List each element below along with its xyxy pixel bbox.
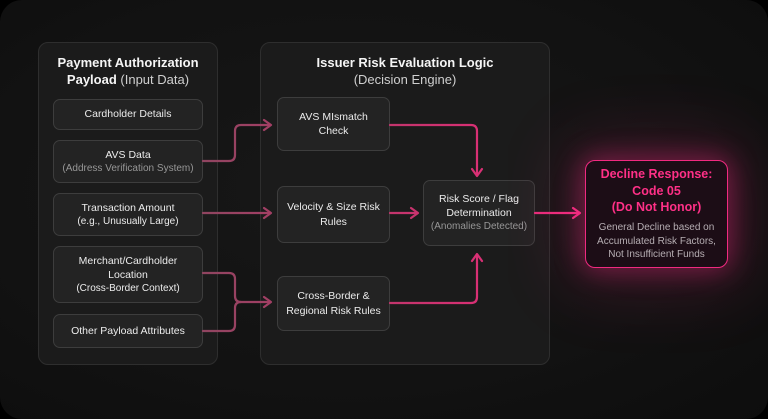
node-merchant-cardholder-location: Merchant/Cardholder Location (Cross-Bord… — [53, 246, 203, 303]
engine-panel-title-normal: (Decision Engine) — [353, 71, 457, 87]
node-label: Risk Score / Flag Determination — [439, 193, 519, 220]
engine-panel-title-bold: Issuer Risk Evaluation Logic — [316, 55, 494, 70]
decline-title-line3: (Do Not Honor) — [611, 199, 702, 214]
node-label: Transaction Amount — [81, 201, 175, 214]
payload-panel-title-bold: Payment Authorization Payload — [57, 55, 199, 87]
node-label: AVS MIsmatch Check — [299, 110, 368, 137]
node-cardholder-details: Cardholder Details — [53, 99, 203, 130]
node-sublabel: (Anomalies Detected) — [430, 221, 528, 233]
node-label: Velocity & Size Risk Rules — [287, 201, 380, 228]
decline-subtitle: General Decline based on Accumulated Ris… — [597, 222, 716, 261]
node-label: Cardholder Details — [84, 108, 172, 121]
node-risk-score-determination: Risk Score / Flag Determination (Anomali… — [423, 180, 535, 246]
node-label: Other Payload Attributes — [71, 324, 185, 337]
node-label: Merchant/Cardholder Location — [78, 254, 178, 281]
engine-panel-title: Issuer Risk Evaluation Logic (Decision E… — [261, 43, 549, 89]
node-cross-border-rules: Cross-Border & Regional Risk Rules — [277, 276, 390, 331]
decline-title-line1: Decline Response: — [600, 167, 713, 182]
payload-panel-title-normal: (Input Data) — [120, 71, 190, 87]
node-transaction-amount: Transaction Amount (e.g., Unusually Larg… — [53, 193, 203, 236]
decline-title: Decline Response: Code 05 (Do Not Honor) — [601, 166, 713, 215]
node-velocity-size-rules: Velocity & Size Risk Rules — [277, 186, 390, 243]
node-sublabel: (Cross-Border Context) — [76, 282, 180, 294]
node-avs-data: AVS Data (Address Verification System) — [53, 140, 203, 183]
decline-title-line2: Code 05 — [632, 183, 681, 198]
node-label: AVS Data — [105, 148, 151, 161]
node-label: Cross-Border & Regional Risk Rules — [286, 290, 381, 317]
node-sublabel: (e.g., Unusually Large) — [77, 215, 179, 227]
node-avs-mismatch-check: AVS MIsmatch Check — [277, 97, 390, 151]
node-sublabel: (Address Verification System) — [62, 162, 194, 174]
node-other-payload-attributes: Other Payload Attributes — [53, 314, 203, 348]
arrowhead-decline — [571, 206, 582, 220]
payload-panel-title: Payment Authorization Payload (Input Dat… — [39, 43, 217, 89]
decline-response-box: Decline Response: Code 05 (Do Not Honor)… — [585, 160, 728, 268]
